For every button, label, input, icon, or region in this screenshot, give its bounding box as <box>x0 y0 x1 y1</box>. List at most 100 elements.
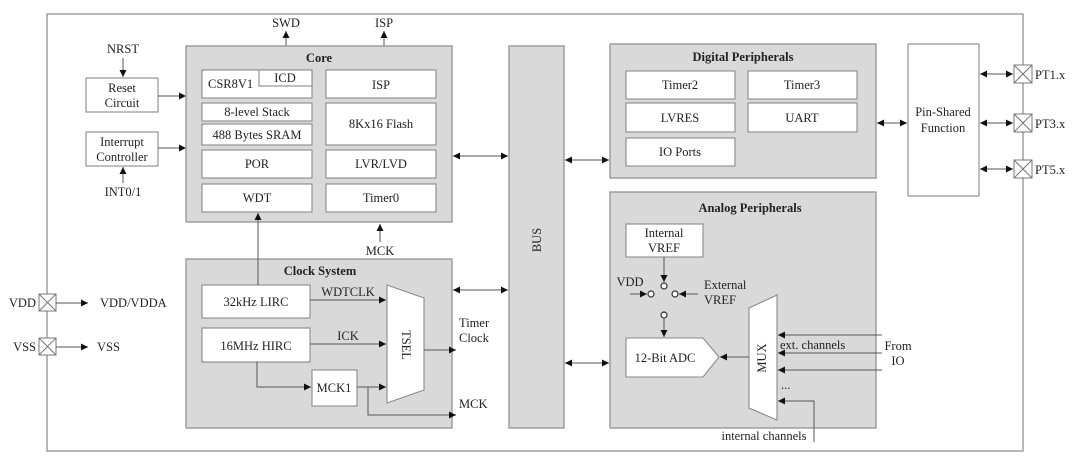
reset-section: NRST Reset Circuit <box>85 42 186 113</box>
mck-out-label: MCK <box>459 397 487 411</box>
pin-shared-group: Pin-Shared Function PT1.x PT3.x PT5.x <box>907 43 1066 197</box>
pin-pt5 <box>1013 159 1033 179</box>
vdd-vdda-label: VDD/VDDA <box>100 296 167 310</box>
sram-label: 488 Bytes SRAM <box>213 128 302 142</box>
lvres-label: LVRES <box>661 111 699 125</box>
mux-label: MUX <box>755 343 769 372</box>
vdd-pin-label: VDD <box>9 296 36 310</box>
lvr-lvd-block <box>325 149 437 179</box>
timer3-block <box>747 70 858 100</box>
pin-vdd <box>38 293 57 312</box>
external-vref-label-1: External <box>704 278 747 292</box>
vref-switch-left-contact <box>647 290 655 298</box>
clock-system-title: Clock System <box>284 264 357 278</box>
pt1-label: PT1.x <box>1035 68 1066 82</box>
analog-mux <box>748 294 778 421</box>
tsel-mux <box>386 284 425 404</box>
mck1-label: MCK1 <box>317 381 352 395</box>
sram-block <box>201 123 313 146</box>
reset-circuit-label-2: Circuit <box>105 96 140 110</box>
wdt-label: WDT <box>243 191 272 205</box>
power-pins: VDD VDD/VDDA VSS VSS <box>9 293 167 356</box>
interrupt-controller-block <box>85 131 159 167</box>
por-label: POR <box>245 157 270 171</box>
ick-label: ICK <box>337 329 359 343</box>
vref-switch-common-contact <box>660 311 668 319</box>
io-ports-block <box>625 137 736 167</box>
icd-block <box>258 69 313 87</box>
external-vref-label-2: VREF <box>704 293 736 307</box>
timer2-label: Timer2 <box>662 78 698 92</box>
timer-clock-label-1: Timer <box>459 316 490 330</box>
from-io-label-2: IO <box>891 354 904 368</box>
channels-ellipsis: ... <box>781 378 790 392</box>
vss-pin-label: VSS <box>13 340 36 354</box>
mck-out-arrow <box>367 387 456 419</box>
bus-label: BUS <box>530 228 544 252</box>
analog-peripherals-group: Analog Peripherals Internal VREF VDD Ext… <box>609 191 912 443</box>
stack-label: 8-level Stack <box>224 105 290 119</box>
timer0-block <box>325 183 437 213</box>
reset-circuit-label-1: Reset <box>108 81 136 95</box>
adc-label: 12-Bit ADC <box>635 351 696 365</box>
adc-block <box>625 337 720 378</box>
reset-circuit-block <box>85 77 159 113</box>
mck1-block <box>311 369 358 407</box>
pin-vss <box>38 337 57 356</box>
wdt-block <box>201 183 313 213</box>
wdtclk-label: WDTCLK <box>321 285 374 299</box>
digital-peripherals-title: Digital Peripherals <box>692 50 793 64</box>
mck-to-core-label: MCK <box>366 244 394 258</box>
uart-block <box>747 102 858 133</box>
stack-block <box>201 102 313 122</box>
interrupt-controller-label-2: Controller <box>96 150 148 164</box>
ext-channels-label: ext. channels <box>780 338 845 352</box>
clock-system-group: Clock System 32kHz LIRC 16MHz HIRC MCK1 … <box>185 213 490 429</box>
isp-block-label: ISP <box>372 78 390 92</box>
io-ports-label: IO Ports <box>659 145 701 159</box>
isp-signal-label: ISP <box>375 16 393 30</box>
vref-switch-right-contact <box>671 290 679 298</box>
internal-vref-label-2: VREF <box>648 241 680 255</box>
pin-shared-label-1: Pin-Shared <box>915 105 971 119</box>
lvres-block <box>625 102 736 133</box>
flash-block <box>325 102 437 146</box>
int-label: INT0/1 <box>105 185 142 199</box>
pt3-label: PT3.x <box>1035 117 1066 131</box>
core-group: SWD ISP Core CSR8V1 ICD ISP 8-level Stac… <box>185 16 453 258</box>
internal-channels-label: internal channels <box>721 429 806 443</box>
vss-out-label: VSS <box>97 340 120 354</box>
lirc-label: 32kHz LIRC <box>224 295 289 309</box>
tsel-label: TSEL <box>399 330 413 360</box>
uart-label: UART <box>785 111 819 125</box>
pt5-label: PT5.x <box>1035 163 1066 177</box>
icd-label: ICD <box>274 71 296 85</box>
timer2-block <box>625 70 736 100</box>
pin-shared-label-2: Function <box>921 121 966 135</box>
nrst-label: NRST <box>107 42 139 56</box>
pin-shared-block <box>907 43 980 197</box>
analog-vdd-label: VDD <box>616 275 643 289</box>
pin-pt1 <box>1013 64 1033 84</box>
flash-label: 8Kx16 Flash <box>349 117 414 131</box>
bus-box <box>508 45 565 429</box>
interrupt-section: Interrupt Controller INT0/1 <box>85 131 186 199</box>
isp-block <box>325 69 437 99</box>
hirc-label: 16MHz HIRC <box>220 339 291 353</box>
lirc-block <box>201 284 311 319</box>
swd-label: SWD <box>272 16 300 30</box>
vref-switch-top-contact <box>660 282 668 290</box>
internal-vref-block <box>625 223 704 258</box>
timer3-label: Timer3 <box>784 78 820 92</box>
digital-peripherals-group: Digital Peripherals Timer2 Timer3 LVRES … <box>609 43 907 179</box>
por-block <box>201 149 313 179</box>
timer0-label: Timer0 <box>363 191 399 205</box>
hirc-block <box>201 327 311 363</box>
pin-pt3 <box>1013 113 1033 133</box>
cpu-label: CSR8V1 <box>208 77 253 91</box>
internal-vref-label-1: Internal <box>645 226 684 240</box>
from-io-label-1: From <box>884 339 911 353</box>
analog-peripherals-title: Analog Peripherals <box>698 201 801 215</box>
timer-clock-label-2: Clock <box>459 331 490 345</box>
